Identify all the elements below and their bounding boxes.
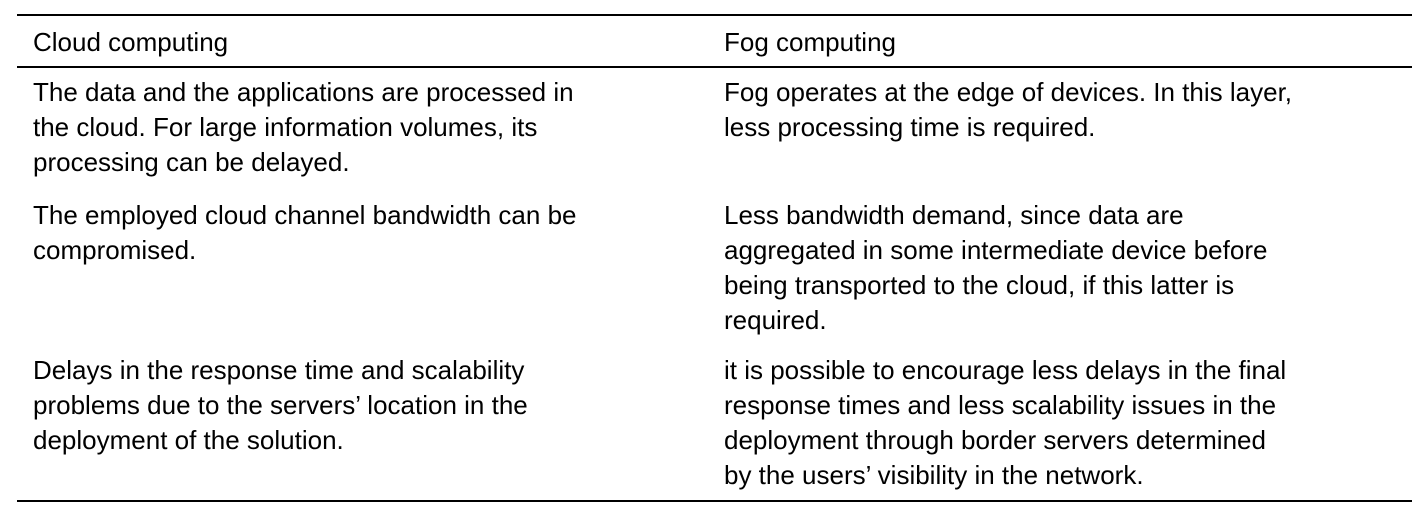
table-header-rule	[17, 66, 1412, 68]
table-bottom-rule	[17, 500, 1412, 502]
table-cell-fog-processing: Fog operates at the edge of devices. In …	[724, 77, 1293, 142]
table-cell-cloud-bandwidth: The employed cloud channel bandwidth can…	[33, 200, 577, 265]
table-cell-cloud-processing: The data and the applications are proces…	[33, 77, 574, 177]
table-cell-fog-bandwidth: Less bandwidth demand, since data are ag…	[724, 200, 1268, 335]
table-top-rule	[17, 14, 1412, 16]
header-fog-computing: Fog computing	[724, 27, 896, 57]
table-cell-fog-delays: it is possible to encourage less delays …	[724, 355, 1287, 490]
header-cloud-computing: Cloud computing	[33, 27, 229, 57]
table-cell-cloud-delays: Delays in the response time and scalabil…	[33, 355, 528, 455]
